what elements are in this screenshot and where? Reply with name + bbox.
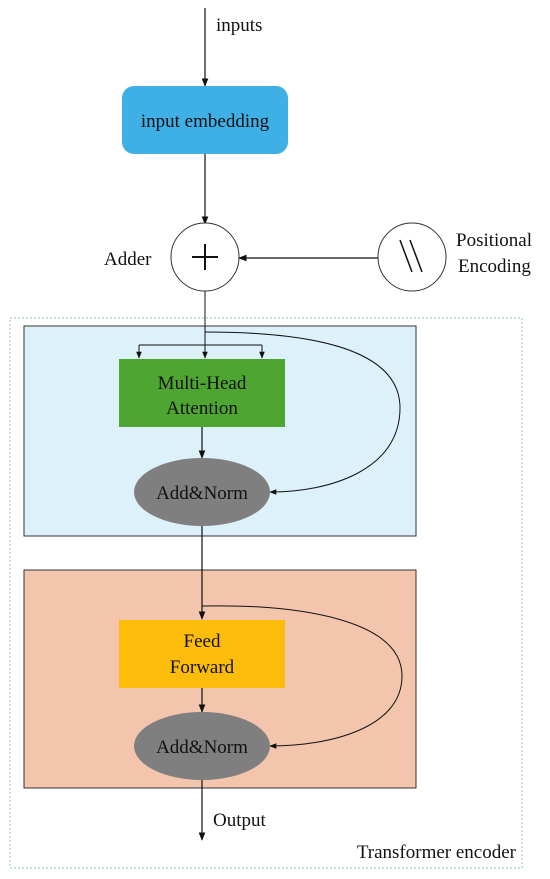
input-embedding-label: input embedding (141, 111, 270, 132)
double-slash-icon (399, 239, 423, 273)
feed-forward-box (119, 620, 285, 688)
inputs-label: inputs (216, 15, 262, 36)
multi-head-attention-label-line1: Multi-Head (158, 373, 247, 394)
input-embedding-box (122, 86, 288, 154)
add-norm-1-ellipse (134, 458, 270, 526)
transformer-encoder-label: Transformer encoder (357, 842, 517, 863)
output-label: Output (213, 810, 267, 831)
residual-connection-1 (204, 331, 401, 495)
encoder-boundary (9, 317, 523, 869)
add-norm-2-ellipse (134, 712, 270, 780)
positional-label-line2: Encoding (458, 256, 531, 277)
plus-icon (192, 244, 218, 270)
residual-connection-2 (201, 605, 403, 749)
feed-forward-label-line2: Forward (170, 657, 235, 678)
positional-label-line1: Positional (456, 230, 532, 251)
multi-head-attention-label-line2: Attention (166, 398, 238, 419)
adder-label: Adder (104, 249, 152, 270)
feed-forward-label-line1: Feed (184, 631, 221, 652)
positional-encoding-circle (377, 222, 447, 292)
multi-head-attention-box (119, 359, 285, 427)
add-norm-2-label: Add&Norm (156, 737, 248, 758)
add-norm-1-label: Add&Norm (156, 483, 248, 504)
